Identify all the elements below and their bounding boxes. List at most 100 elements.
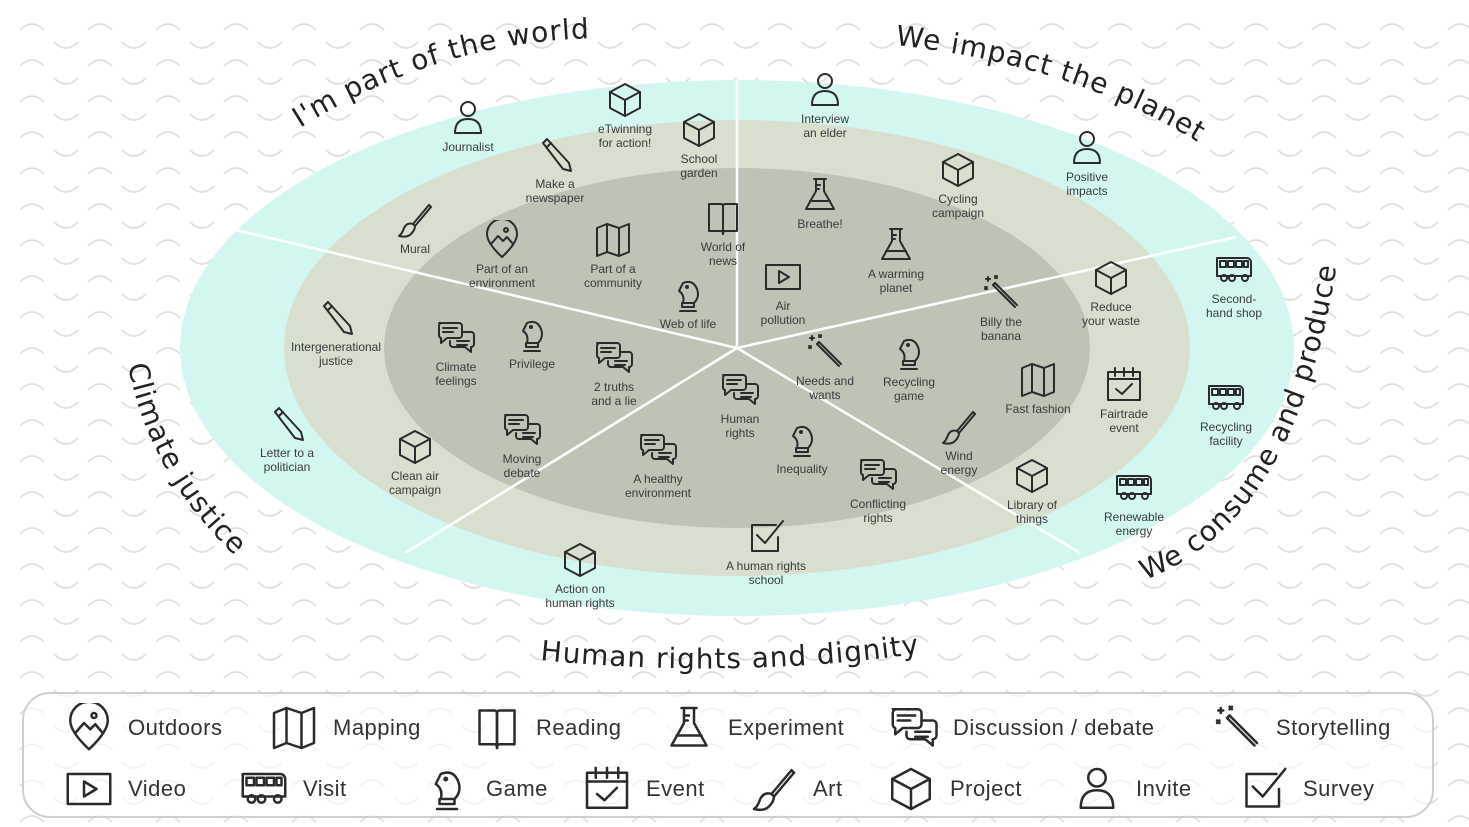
pencil-icon [316, 298, 356, 338]
flask-icon [876, 225, 916, 265]
knight-icon [668, 275, 708, 315]
legend-label: Mapping [333, 715, 421, 740]
legend-label: Survey [1303, 776, 1375, 801]
svg-text:Human rights and dignity: Human rights and dignity [539, 628, 921, 676]
legend-label: Event [646, 776, 705, 801]
activity-label: Positive impacts [1065, 170, 1109, 198]
legend-item: Project [886, 764, 1022, 814]
cube-icon [395, 427, 435, 467]
book-icon [472, 703, 522, 753]
check-icon [746, 517, 786, 557]
activity-label: Mural [399, 242, 430, 256]
sector-dividers [235, 80, 1237, 555]
activity-item: Mural [355, 200, 475, 256]
activity-item: Billy the banana [941, 273, 1061, 343]
brush-icon [939, 407, 979, 447]
activity-item: Positive impacts [1027, 128, 1147, 198]
legend-label: Discussion / debate [953, 715, 1155, 740]
activity-item: School garden [639, 110, 759, 180]
activity-label: Recycling game [882, 375, 936, 403]
cube-icon [605, 80, 645, 120]
activity-label: Billy the banana [979, 315, 1023, 343]
flask-icon [800, 175, 840, 215]
activity-label: Renewable energy [1103, 510, 1165, 538]
knight-icon [782, 420, 822, 460]
activity-label: Reduce your waste [1081, 300, 1141, 328]
legend-item: Video [64, 764, 186, 814]
activity-wheel: I'm part of the world We impact the plan… [121, 12, 1342, 676]
activity-item: Reduce your waste [1051, 258, 1171, 328]
activity-item: Make a newspaper [495, 135, 615, 205]
activity-item: Privilege [472, 315, 592, 371]
book-icon [703, 198, 743, 238]
activity-item: A healthy environment [598, 430, 718, 500]
activity-item: Air pollution [723, 257, 843, 327]
knight-icon [422, 764, 472, 814]
activity-label: Clean air campaign [388, 469, 442, 497]
activity-item: Conflicting rights [818, 455, 938, 525]
activity-label: Cycling campaign [931, 192, 985, 220]
wand-icon [1212, 703, 1262, 753]
legend-label: Project [950, 776, 1022, 801]
play-icon [763, 257, 803, 297]
knight-icon [889, 333, 929, 373]
activity-item: Second- hand shop [1174, 250, 1294, 320]
activity-label: Breathe! [797, 217, 843, 231]
legend-label: Video [128, 776, 187, 801]
activity-label: Privilege [508, 357, 556, 371]
legend-item: Survey [1239, 764, 1374, 814]
activity-label: Interview an elder [800, 112, 850, 140]
legend-label: Art [813, 776, 843, 801]
knight-icon [512, 315, 552, 355]
legend-label: Outdoors [128, 715, 223, 740]
flask-icon [664, 703, 714, 753]
legend-label: Reading [536, 715, 622, 740]
map-icon [593, 220, 633, 260]
calendar-icon [1104, 365, 1144, 405]
activity-item: Library of things [972, 456, 1092, 526]
bus-icon [1114, 468, 1154, 508]
person-icon [805, 70, 845, 110]
activity-label: eTwinning for action! [597, 122, 653, 150]
legend-item: Invite [1072, 764, 1192, 814]
cube-icon [679, 110, 719, 150]
activity-label: Letter to a politician [259, 446, 315, 474]
activity-label: Wind energy [940, 449, 978, 477]
brush-icon [749, 764, 799, 814]
activity-item: Recycling game [849, 333, 969, 403]
activity-item: A human rights school [706, 517, 826, 587]
activity-item: A warming planet [836, 225, 956, 295]
activity-label: World of news [700, 240, 746, 268]
activity-item: Part of a community [553, 220, 673, 290]
legend-label: Storytelling [1276, 715, 1391, 740]
legend-item: Art [749, 764, 843, 814]
activity-label: Second- hand shop [1205, 292, 1263, 320]
activity-item: Breathe! [760, 175, 880, 231]
pin-icon [64, 703, 114, 753]
activity-label: Make a newspaper [525, 177, 585, 205]
chat-icon [594, 338, 634, 378]
chat-icon [638, 430, 678, 470]
activity-item: Part of an environment [442, 220, 562, 290]
pencil-icon [535, 135, 575, 175]
play-icon [64, 764, 114, 814]
legend-label: Invite [1136, 776, 1192, 801]
chat-icon [889, 703, 939, 753]
activity-item: Intergenerational justice [276, 298, 396, 368]
legend-item: Event [582, 764, 705, 814]
activity-label: Fairtrade event [1099, 407, 1149, 435]
activity-item: Wind energy [899, 407, 1019, 477]
activity-item: Climate feelings [396, 318, 516, 388]
activity-item: Human rights [680, 370, 800, 440]
activity-label: Part of a community [583, 262, 642, 290]
legend-item: Outdoors [64, 703, 223, 753]
activity-label: Library of things [1006, 498, 1058, 526]
legend-item: Discussion / debate [889, 703, 1155, 753]
bus-icon [1206, 378, 1246, 418]
activity-item: Fast fashion [978, 360, 1098, 416]
activity-label: School garden [680, 152, 718, 180]
activity-item: World of news [663, 198, 783, 268]
activity-item: Cycling campaign [898, 150, 1018, 220]
activity-label: Conflicting rights [849, 497, 907, 525]
calendar-icon [582, 764, 632, 814]
